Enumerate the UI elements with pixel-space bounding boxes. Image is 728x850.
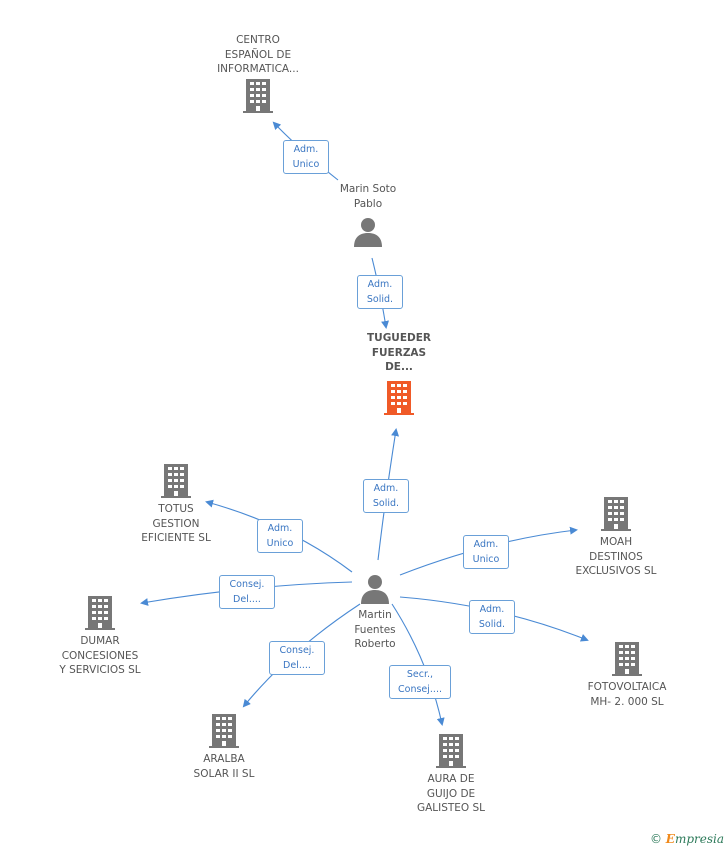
building-icon xyxy=(384,380,414,415)
node-marin-soto-pablo[interactable]: Marin Soto Pablo xyxy=(298,182,438,247)
node-aralba-solar[interactable]: ARALBA SOLAR II SL xyxy=(154,714,294,781)
building-icon xyxy=(161,464,191,498)
relation-label-dumar[interactable]: Consej. Del.... xyxy=(219,575,275,609)
relation-label-aura[interactable]: Secr., Consej.... xyxy=(389,665,451,699)
node-label: TUGUEDER FUERZAS DE... xyxy=(367,332,431,373)
node-label: Martin Fuentes Roberto xyxy=(354,609,396,650)
node-martin-fuentes-roberto[interactable]: Martin Fuentes Roberto xyxy=(305,574,445,652)
empresia-logo: Empresia xyxy=(665,832,724,846)
node-label: FOTOVOLTAICA MH- 2. 000 SL xyxy=(587,681,667,708)
relation-label-totus[interactable]: Adm. Unico xyxy=(257,519,303,553)
node-dumar-concesiones[interactable]: DUMAR CONCESIONES Y SERVICIOS SL xyxy=(30,596,170,678)
edge-martin-aura xyxy=(391,603,445,726)
relation-label-tugueder-soto[interactable]: Adm. Solid. xyxy=(357,275,403,309)
relation-label-fotovoltaica[interactable]: Adm. Solid. xyxy=(469,600,515,634)
building-icon xyxy=(85,596,115,630)
node-moah-destinos[interactable]: MOAH DESTINOS EXCLUSIVOS SL xyxy=(546,497,686,579)
relation-label-centro[interactable]: Adm. Unico xyxy=(283,140,329,174)
node-fotovoltaica[interactable]: FOTOVOLTAICA MH- 2. 000 SL xyxy=(557,642,697,709)
node-label: DUMAR CONCESIONES Y SERVICIOS SL xyxy=(59,635,141,676)
node-label: ARALBA SOLAR II SL xyxy=(193,753,255,780)
building-icon xyxy=(601,497,631,531)
node-label: MOAH DESTINOS EXCLUSIVOS SL xyxy=(575,536,657,577)
footer-brand: © Empresia xyxy=(650,832,724,846)
node-label: Marin Soto Pablo xyxy=(339,183,397,210)
person-icon xyxy=(361,575,389,604)
relation-label-moah[interactable]: Adm. Unico xyxy=(463,535,509,569)
building-icon xyxy=(209,714,239,748)
node-totus-gestion[interactable]: TOTUS GESTION EFICIENTE SL xyxy=(106,464,246,546)
relation-label-tugueder-martin[interactable]: Adm. Solid. xyxy=(363,479,409,513)
building-icon xyxy=(612,642,642,676)
relation-label-aralba[interactable]: Consej. Del.... xyxy=(269,641,325,675)
node-aura-de-guijo[interactable]: AURA DE GUIJO DE GALISTEO SL xyxy=(381,734,521,816)
node-centro-espanol[interactable]: CENTRO ESPAÑOL DE INFORMATICA... xyxy=(188,33,328,113)
node-tugueder-fuerzas[interactable]: TUGUEDER FUERZAS DE... xyxy=(329,331,469,415)
node-label: TOTUS GESTION EFICIENTE SL xyxy=(141,503,211,544)
building-icon xyxy=(436,734,466,768)
node-label: CENTRO ESPAÑOL DE INFORMATICA... xyxy=(217,34,299,75)
person-icon xyxy=(354,218,382,247)
building-icon xyxy=(243,78,273,113)
copyright-symbol: © xyxy=(649,832,662,846)
node-label: AURA DE GUIJO DE GALISTEO SL xyxy=(416,773,486,814)
